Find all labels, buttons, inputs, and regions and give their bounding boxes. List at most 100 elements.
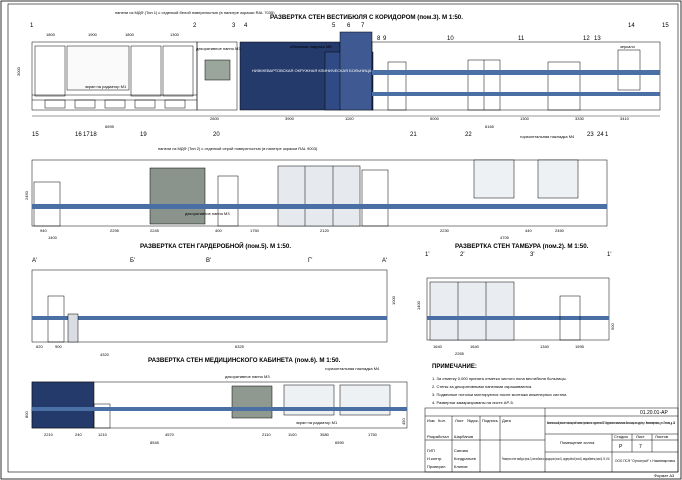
stamp-role: ГИП xyxy=(427,448,435,453)
svg-text:А': А' xyxy=(32,258,37,264)
svg-text:1': 1' xyxy=(607,252,611,258)
wall-elevation-1a xyxy=(31,31,661,111)
axis-label: 1 xyxy=(30,23,34,29)
axis-label: 7 xyxy=(361,23,365,29)
notes: ПРИМЕЧАНИЕ: 1. За отметку 0,000 принята … xyxy=(432,364,567,405)
stamp-project: Капитальный ремонт помещений холла прием… xyxy=(547,420,675,425)
axis-label: 8 xyxy=(377,36,381,42)
axis-label: 6 xyxy=(347,23,351,29)
dims-row4: 1640 1640 2265 1340 1595 xyxy=(433,344,585,356)
svg-text:16: 16 xyxy=(75,132,82,138)
svg-text:1640: 1640 xyxy=(433,344,443,349)
notes-heading: ПРИМЕЧАНИЕ: xyxy=(432,364,477,370)
svg-text:2120: 2120 xyxy=(320,228,330,233)
stamp-header: Дата xyxy=(502,418,512,423)
svg-text:Г': Г' xyxy=(308,258,312,264)
svg-text:6325: 6325 xyxy=(235,344,245,349)
note-item: 4. Развертки замаркированы на листе АР-5… xyxy=(432,400,514,405)
stamp-name: Сапова xyxy=(454,448,469,453)
stage-header: Стадия xyxy=(614,434,628,439)
svg-text:1750: 1750 xyxy=(368,432,378,437)
svg-text:2295: 2295 xyxy=(110,228,120,233)
axes-row2: 15 16 17 18 19 20 21 22 23 24 1 xyxy=(32,132,609,138)
axes-row3: А' Б' В' Г' А' xyxy=(32,258,387,264)
inner-frame xyxy=(7,3,679,473)
title-block xyxy=(424,407,679,473)
axis-label: 2 xyxy=(193,23,197,29)
svg-text:6590: 6590 xyxy=(335,440,345,445)
svg-text:24: 24 xyxy=(597,132,604,138)
svg-text:1210: 1210 xyxy=(98,432,108,437)
stamp-name: Шарбанов xyxy=(454,434,473,439)
sheet-number: 7 xyxy=(639,444,642,450)
wall-elevation-2 xyxy=(31,269,388,343)
callout-decor2: декоративное панно М3 xyxy=(185,211,230,216)
svg-text:900: 900 xyxy=(55,344,62,349)
svg-text:2210: 2210 xyxy=(44,432,54,437)
callout-volume-label: объемная надпись М5 xyxy=(290,44,332,49)
decor-panel-2 xyxy=(149,167,206,225)
stamp-header: Лист xyxy=(455,418,464,423)
svg-text:1340: 1340 xyxy=(540,344,550,349)
stage-header: Лист xyxy=(636,434,645,439)
svg-text:3410: 3410 xyxy=(620,116,630,121)
svg-text:2230: 2230 xyxy=(440,228,450,233)
svg-text:4705: 4705 xyxy=(500,235,510,240)
height-mark: 450 xyxy=(401,418,406,425)
svg-text:620: 620 xyxy=(36,344,43,349)
svg-text:Б': Б' xyxy=(130,258,135,264)
section4-title: РАЗВЕРТКА СТЕН МЕДИЦИНСКОГО КАБИНЕТА (по… xyxy=(148,357,341,364)
note-item: 1. За отметку 0,000 принята отметка чист… xyxy=(432,376,567,381)
callout-radiator2: экран на радиатор М1 xyxy=(296,420,338,425)
axis-label: 9 xyxy=(383,36,387,42)
svg-text:2265: 2265 xyxy=(455,351,465,356)
svg-text:2450: 2450 xyxy=(555,228,565,233)
height-mark: 1000 xyxy=(391,295,396,305)
svg-text:3580: 3580 xyxy=(320,432,330,437)
height-mark: 800 xyxy=(24,411,29,418)
svg-text:23: 23 xyxy=(587,132,594,138)
axis-label: 5 xyxy=(332,23,336,29)
svg-text:940: 940 xyxy=(40,228,47,233)
stage-value: Р xyxy=(619,444,623,450)
stamp-role: Проверил xyxy=(427,464,446,469)
note-item: 3. Подвесные потолки монтируются после м… xyxy=(432,392,567,397)
callout-decor3: декоративное панно М3 xyxy=(225,374,270,379)
stamp-text: 01.20.01-АР Капитальный ремонт помещений… xyxy=(427,410,675,478)
section3-title: РАЗВЕРТКА СТЕН ТАМБУРА (пом.2). М 1:50. xyxy=(455,243,589,250)
svg-text:2245: 2245 xyxy=(150,228,160,233)
svg-text:1595: 1595 xyxy=(575,344,585,349)
svg-text:240: 240 xyxy=(75,432,82,437)
svg-text:1900: 1900 xyxy=(88,32,98,37)
stamp-header: Изм. xyxy=(427,418,436,423)
wall-elevation-1b xyxy=(31,159,608,227)
wall-elevation-3 xyxy=(426,277,610,341)
note-item: 2. Стены за декоративными панелями окраш… xyxy=(432,384,532,389)
section2-title: РАЗВЕРТКА СТЕН ГАРДЕРОБНОЙ (пом.5). М 1:… xyxy=(140,242,291,250)
axis-label: 3 xyxy=(232,23,236,29)
callout-mirror: зеркало xyxy=(620,44,636,49)
dims-row3: 620 900 4320 6325 xyxy=(36,344,245,357)
svg-text:4320: 4320 xyxy=(100,352,110,357)
svg-text:4570: 4570 xyxy=(165,432,175,437)
svg-text:1: 1 xyxy=(605,132,609,138)
decor-panel-3 xyxy=(231,385,273,419)
dims-row5: 2210 240 1210 4570 2110 1100 3580 1750 8… xyxy=(44,432,378,445)
svg-text:5000: 5000 xyxy=(430,116,440,121)
callout-rail2: горизонтальная накладка М4 xyxy=(325,366,380,371)
axes-row4: 1' 2' 3' 1' xyxy=(425,252,611,258)
svg-text:1750: 1750 xyxy=(250,228,260,233)
dims-row1: 1800 1900 1800 1300 6595 2600 3900 1100 … xyxy=(46,32,630,129)
decor-panel-1 xyxy=(204,59,231,81)
axes-row1: 1 2 3 4 5 6 7 8 9 10 11 12 13 14 15 xyxy=(30,23,669,42)
callout-panel-top: панели из МДФ (Тип 1) с отделкой белой п… xyxy=(115,10,275,15)
axis-label: 14 xyxy=(628,23,635,29)
stamp-role: Н.контр. xyxy=(427,456,442,461)
svg-text:1800: 1800 xyxy=(46,32,56,37)
height-mark: 2450 xyxy=(24,190,29,200)
stamp-object: Помещение холла xyxy=(560,440,595,445)
height-mark: 1400 xyxy=(416,300,421,310)
stamp-name: Клинов xyxy=(454,464,467,469)
section1-title: РАЗВЕРТКА СТЕН ВЕСТИБЮЛЯ С КОРИДОРОМ (по… xyxy=(270,14,463,21)
